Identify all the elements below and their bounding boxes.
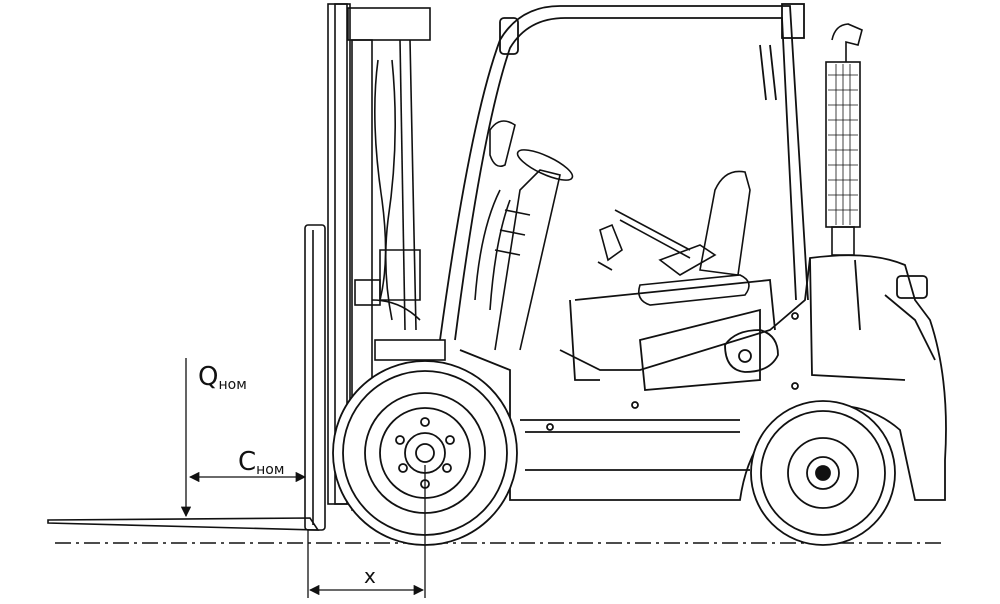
front-wheel bbox=[332, 360, 518, 546]
fork bbox=[47, 224, 326, 531]
q-nom-label: Qном bbox=[198, 362, 247, 393]
mast bbox=[327, 3, 446, 511]
overhead-guard bbox=[439, 3, 809, 341]
rear-wheel bbox=[750, 400, 896, 546]
dimension-lines bbox=[180, 358, 426, 598]
steering bbox=[474, 120, 574, 351]
c-nom-label: Cном bbox=[238, 447, 284, 478]
exhaust-pipe bbox=[825, 23, 863, 256]
x-label: x bbox=[364, 564, 376, 588]
